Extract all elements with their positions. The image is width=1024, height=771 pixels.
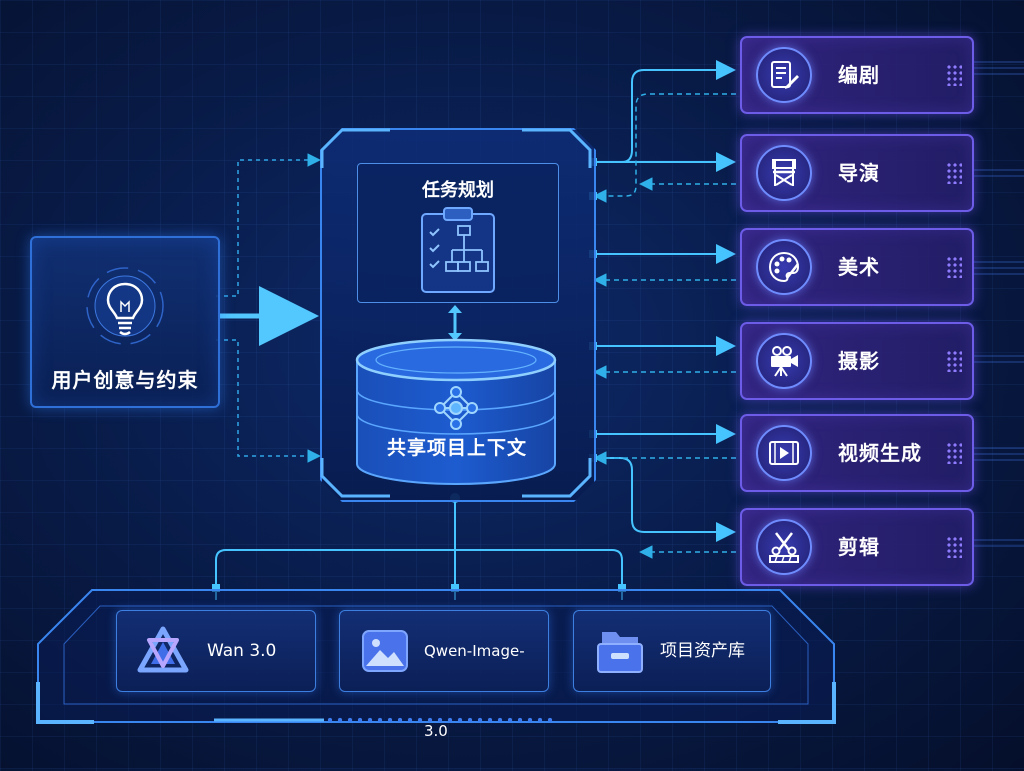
agent-editing[interactable]: 剪辑	[740, 508, 974, 586]
user-input-label: 用户创意与约束	[51, 368, 199, 392]
movie-camera-icon	[756, 333, 812, 389]
user-input-node: 用户创意与约束	[30, 236, 220, 408]
agent-label: 视频生成	[838, 441, 922, 465]
tool-label: Wan 3.0	[207, 641, 277, 661]
script-pen-icon	[756, 47, 812, 103]
tool-wan[interactable]: Wan 3.0	[116, 610, 316, 692]
tool-qwen-image[interactable]: Qwen-Image-3.0	[339, 610, 549, 740]
director-chair-icon	[756, 145, 812, 201]
palette-icon	[756, 239, 812, 295]
dot-grid-decoration	[946, 64, 962, 86]
agent-label: 剪辑	[838, 535, 880, 559]
tool-label: Qwen-Image-3.0	[424, 642, 525, 740]
wan-logo-icon	[137, 626, 189, 673]
agent-label: 摄影	[838, 349, 880, 373]
lightbulb-icon	[86, 267, 164, 345]
agent-art[interactable]: 美术	[740, 228, 974, 306]
dot-row-decoration	[325, 717, 555, 723]
core-frame-decoration	[320, 128, 592, 498]
agent-director[interactable]: 导演	[740, 134, 974, 212]
bidirectional-arrow-icon	[448, 305, 462, 341]
image-icon	[362, 630, 408, 672]
agent-label: 编剧	[838, 63, 880, 87]
dot-grid-decoration	[946, 162, 962, 184]
shared-context-database	[355, 338, 557, 485]
tool-asset-library[interactable]: 项目资产库	[573, 610, 771, 692]
agent-video-generation[interactable]: 视频生成	[740, 414, 974, 492]
agent-cinematography[interactable]: 摄影	[740, 322, 974, 400]
agent-label: 导演	[838, 161, 880, 185]
archive-drawer-icon	[597, 632, 643, 673]
agent-label: 美术	[838, 255, 880, 279]
dot-grid-decoration	[946, 350, 962, 372]
scissors-clapper-icon	[756, 519, 812, 575]
video-play-icon	[756, 425, 812, 481]
database-network-icon	[434, 386, 478, 430]
dot-grid-decoration	[946, 536, 962, 558]
agent-screenwriter[interactable]: 编剧	[740, 36, 974, 114]
clipboard-flow-icon	[421, 207, 495, 293]
shared-context-label: 共享项目上下文	[386, 437, 527, 459]
task-planning-node: 任务规划	[357, 163, 559, 303]
dot-grid-decoration	[946, 256, 962, 278]
task-planning-label: 任务规划	[422, 180, 494, 201]
dot-grid-decoration	[946, 442, 962, 464]
tool-label: 项目资产库	[660, 641, 745, 661]
